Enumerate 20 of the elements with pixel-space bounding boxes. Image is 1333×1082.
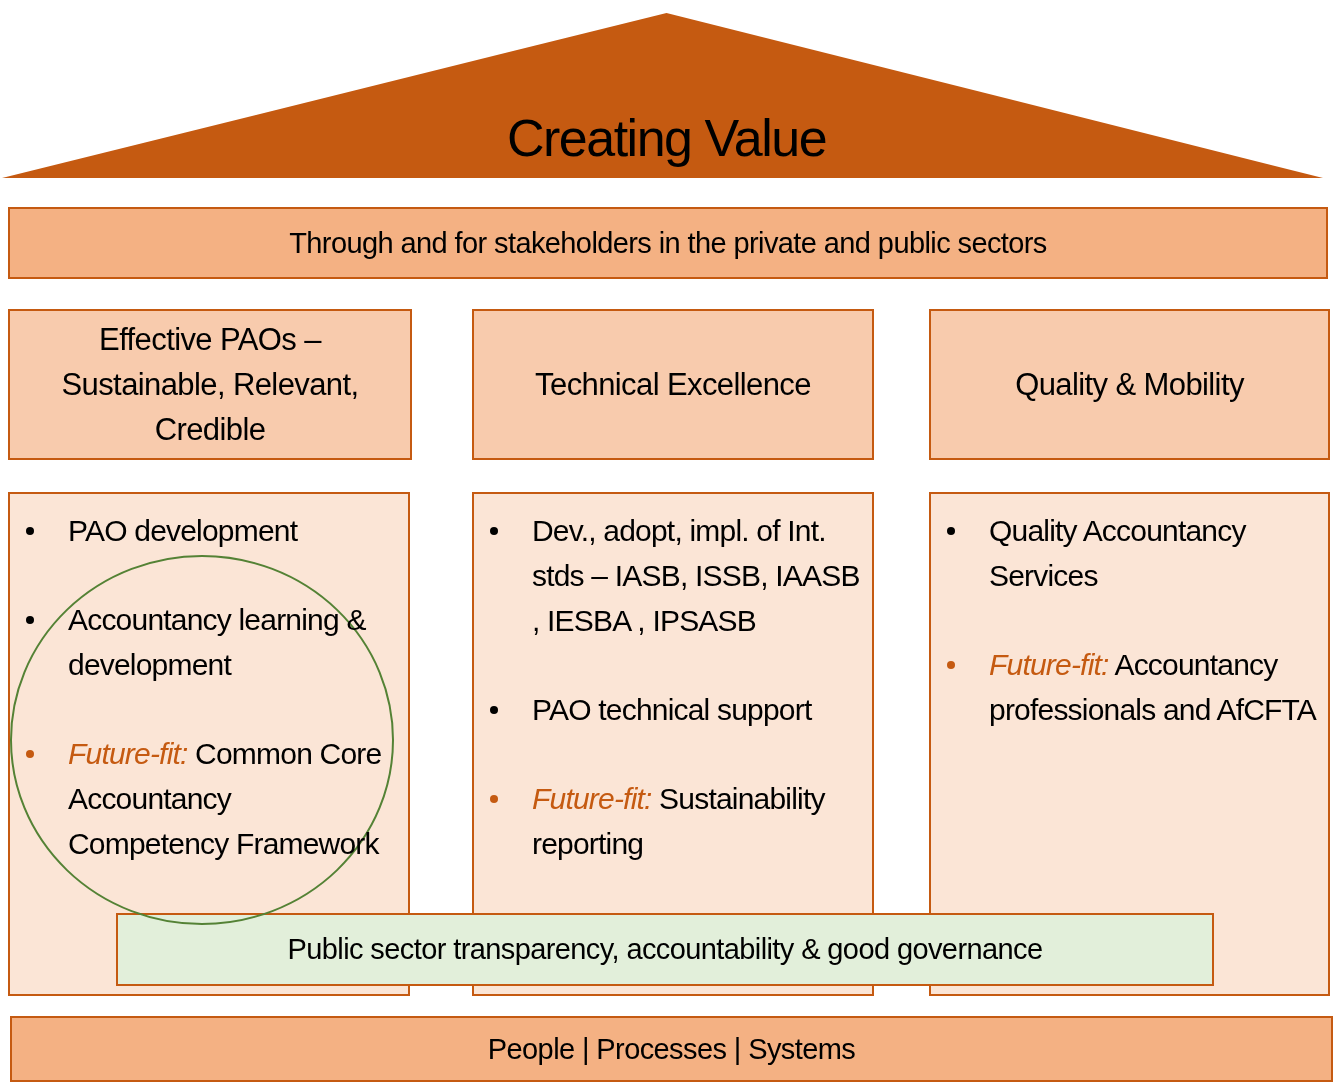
foundation-band	[10, 1016, 1333, 1082]
pillar-header	[472, 309, 874, 460]
bullet-text: PAO technical support	[532, 692, 813, 728]
label-text: Technical Excellence	[534, 366, 812, 404]
label-text: Through and for stakeholders in the private and public sectors	[289, 226, 1047, 260]
pillar-header	[929, 309, 1330, 460]
banner-band	[8, 207, 1328, 279]
bullet-text: Quality Accountancy Services	[989, 513, 1248, 594]
pillar-header	[8, 309, 412, 460]
label-text: People | Processes | Systems	[487, 1032, 856, 1066]
bullet-text: Future-fit: Sustainability reporting	[532, 781, 827, 862]
bullet-text: Dev., adopt, impl. of Int. stds – IASB, ISSB, IAASB , IESBA , IPSASB	[532, 513, 861, 639]
label-text: Effective PAOs – Sustainable, Relevant, Credible	[60, 321, 360, 449]
title-text: Creating Value	[505, 108, 828, 168]
bullet-text: PAO development	[68, 513, 299, 549]
label-text: Quality & Mobility	[1014, 366, 1246, 404]
overlay-band	[116, 913, 1214, 986]
bullet-text: Accountancy learning & development	[68, 602, 367, 683]
bullet-text: Future-fit: Accountancy professionals and AfCFTA	[989, 647, 1318, 728]
label-text: Public sector transparency, accountability & good governance	[287, 933, 1043, 966]
